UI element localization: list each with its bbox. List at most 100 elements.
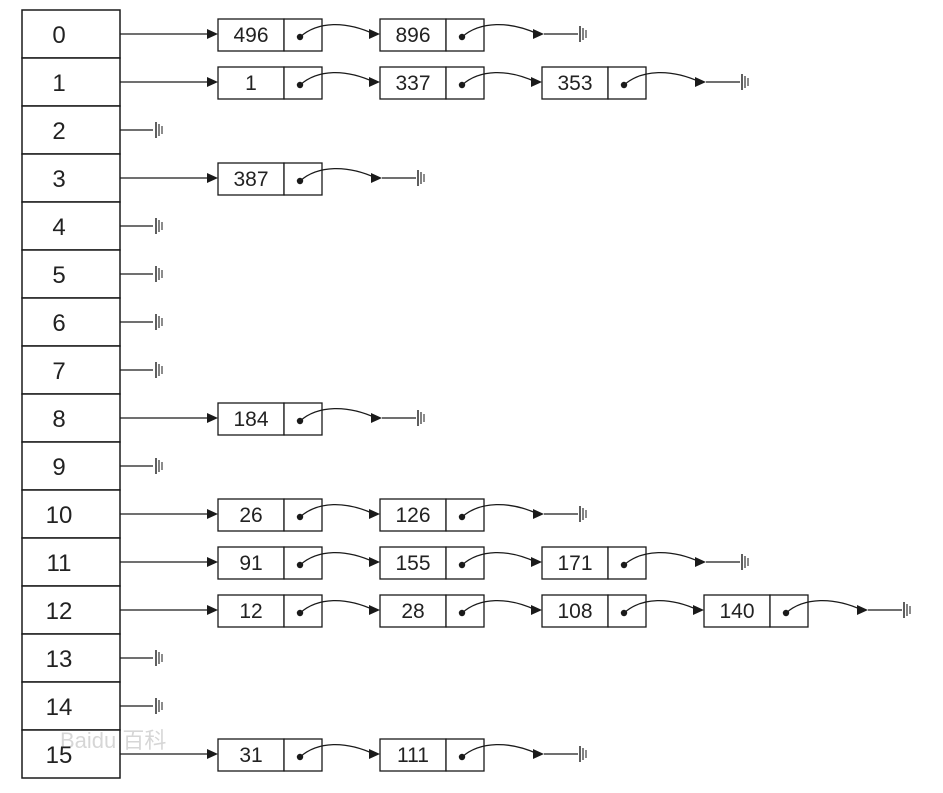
chain-row: 26 126 xyxy=(120,498,587,532)
node-pointer-box xyxy=(283,402,323,436)
bucket-index: 4 xyxy=(52,214,65,241)
bucket-index: 3 xyxy=(52,166,65,193)
bucket-box xyxy=(21,249,121,299)
bucket-box xyxy=(21,201,121,251)
null-pointer-curve xyxy=(461,743,539,758)
head-arrowhead xyxy=(207,29,218,39)
bucket-cell: 9 xyxy=(21,441,121,491)
chain-row xyxy=(120,314,163,330)
list-node: 353 xyxy=(541,66,749,100)
next-arrowhead xyxy=(693,605,704,615)
node-value: 126 xyxy=(395,504,430,527)
node-value: 108 xyxy=(557,600,592,623)
node-value-box xyxy=(217,498,285,532)
bucket-index: 6 xyxy=(52,310,65,337)
list-node: 91 xyxy=(217,546,380,580)
list-node: 155 xyxy=(379,546,542,580)
next-arrowhead xyxy=(369,557,380,567)
null-arrowhead xyxy=(695,77,706,87)
null-terminator-icon xyxy=(155,698,163,714)
null-terminator-icon xyxy=(579,26,587,42)
null-arrowhead xyxy=(857,605,868,615)
null-terminator-icon xyxy=(579,506,587,522)
bucket-index: 9 xyxy=(52,454,65,481)
bucket-cell: 12 xyxy=(21,585,121,635)
head-arrowhead xyxy=(207,413,218,423)
bucket-box xyxy=(21,345,121,395)
bucket-index: 14 xyxy=(46,694,73,721)
list-node: 26 xyxy=(217,498,380,532)
chain-row xyxy=(120,698,163,714)
null-pointer-curve xyxy=(623,551,701,566)
null-terminator-icon xyxy=(417,410,425,426)
node-value: 111 xyxy=(397,744,429,767)
list-node: 126 xyxy=(379,498,587,532)
bucket-box xyxy=(21,153,121,203)
bucket-cell: 7 xyxy=(21,345,121,395)
node-value: 91 xyxy=(239,552,262,575)
node-value: 387 xyxy=(233,168,268,191)
null-pointer-curve xyxy=(623,71,701,86)
next-arrowhead xyxy=(531,557,542,567)
node-value: 26 xyxy=(239,504,262,527)
null-arrowhead xyxy=(371,173,382,183)
bucket-index: 7 xyxy=(52,358,65,385)
next-arrowhead xyxy=(531,77,542,87)
bucket-cell: 14 xyxy=(21,681,121,731)
next-pointer-curve xyxy=(299,503,375,518)
next-arrowhead xyxy=(369,29,380,39)
chain-row xyxy=(120,650,163,666)
next-pointer-curve xyxy=(461,551,537,566)
node-value: 1 xyxy=(245,72,257,95)
bucket-index: 5 xyxy=(52,262,65,289)
chain-row xyxy=(120,218,163,234)
null-pointer-curve xyxy=(785,599,863,614)
list-node: 12 xyxy=(217,594,380,628)
bucket-index: 10 xyxy=(46,502,73,529)
next-pointer-curve xyxy=(623,599,699,614)
list-node: 31 xyxy=(217,738,380,772)
bucket-index: 1 xyxy=(52,70,65,97)
node-value-box xyxy=(379,594,447,628)
next-pointer-curve xyxy=(461,599,537,614)
null-arrowhead xyxy=(533,29,544,39)
chain-row xyxy=(120,122,163,138)
bucket-cell: 13 xyxy=(21,633,121,683)
node-value: 140 xyxy=(719,600,754,623)
node-value: 496 xyxy=(233,24,268,47)
list-node: 1 xyxy=(217,66,380,100)
node-value-box xyxy=(217,162,285,196)
list-node: 387 xyxy=(217,162,425,196)
list-node: 337 xyxy=(379,66,542,100)
bucket-cell: 11 xyxy=(21,537,121,587)
list-node: 496 xyxy=(217,18,380,52)
node-value: 184 xyxy=(233,408,268,431)
head-arrowhead xyxy=(207,173,218,183)
node-value-box xyxy=(217,738,285,772)
bucket-box xyxy=(21,441,121,491)
node-value-box xyxy=(541,546,609,580)
node-value: 155 xyxy=(395,552,430,575)
null-terminator-icon xyxy=(155,122,163,138)
next-arrowhead xyxy=(369,509,380,519)
bucket-box xyxy=(21,489,121,539)
bucket-index: 11 xyxy=(47,550,72,577)
head-arrowhead xyxy=(207,77,218,87)
chain-row xyxy=(120,362,163,378)
head-arrowhead xyxy=(207,749,218,759)
list-node: 28 xyxy=(379,594,542,628)
null-terminator-icon xyxy=(155,266,163,282)
null-arrowhead xyxy=(695,557,706,567)
node-value: 353 xyxy=(557,72,592,95)
null-terminator-icon xyxy=(155,458,163,474)
bucket-index: 12 xyxy=(46,598,73,625)
chain-row xyxy=(120,266,163,282)
bucket-cell: 15 xyxy=(21,729,121,779)
node-value: 31 xyxy=(239,744,262,767)
null-terminator-icon xyxy=(155,650,163,666)
bucket-box xyxy=(21,729,121,779)
null-pointer-curve xyxy=(299,167,377,182)
